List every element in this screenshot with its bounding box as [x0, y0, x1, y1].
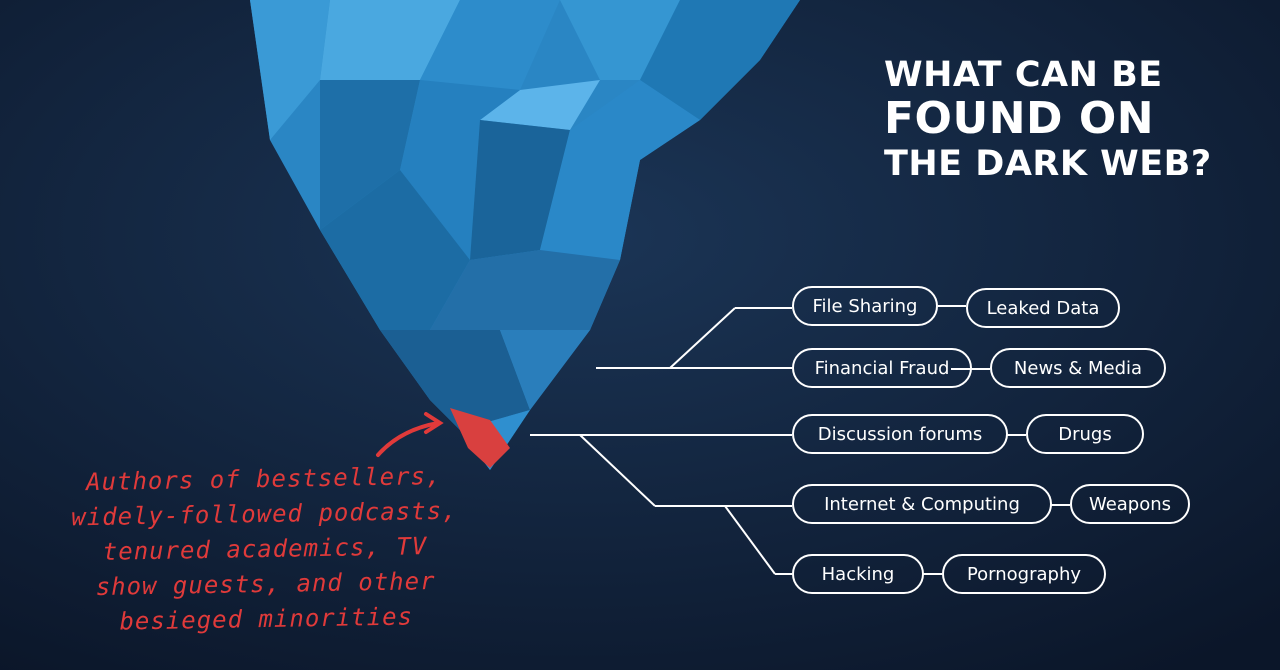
title-line-1: WHAT CAN BE — [884, 55, 1163, 95]
label-financial-fraud: Financial Fraud — [792, 348, 972, 388]
title-line-3: THE DARK WEB? — [884, 144, 1212, 184]
title-line-2: FOUND ON — [884, 93, 1155, 144]
annotation-arrow — [376, 412, 444, 457]
connector-lines — [530, 305, 1070, 575]
label-discussion-forums: Discussion forums — [792, 414, 1008, 454]
label-leaked-data: Leaked Data — [966, 288, 1120, 328]
label-pornography: Pornography — [942, 554, 1106, 594]
label-internet-computing: Internet & Computing — [792, 484, 1052, 524]
iceberg — [250, 0, 800, 470]
iceberg-tip — [450, 408, 510, 468]
label-hacking: Hacking — [792, 554, 924, 594]
label-news-media: News & Media — [990, 348, 1166, 388]
label-weapons: Weapons — [1070, 484, 1190, 524]
handwritten-annotation: Authors of bestsellers, widely-followed … — [29, 458, 502, 641]
label-drugs: Drugs — [1026, 414, 1144, 454]
page-title: WHAT CAN BE FOUND ON THE DARK WEB? — [884, 56, 1224, 184]
label-file-sharing: File Sharing — [792, 286, 938, 326]
